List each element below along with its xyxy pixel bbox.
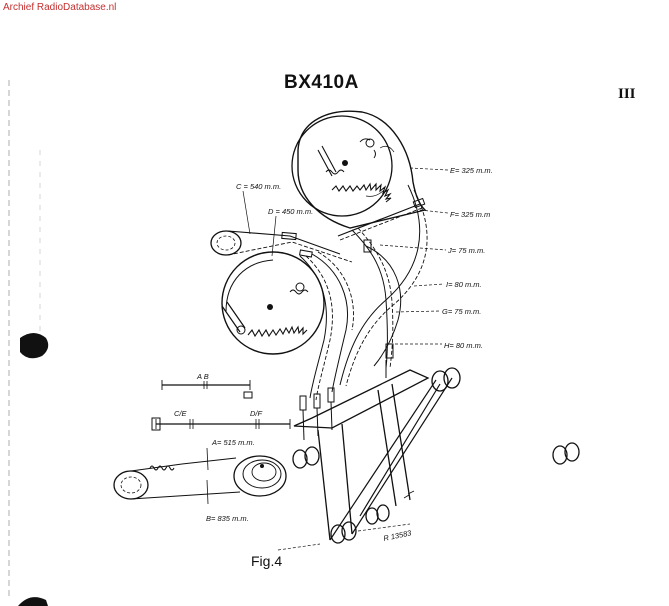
- mounting-bracket: [293, 360, 430, 441]
- cord-label-i: I= 80 m.m.: [446, 280, 482, 289]
- lower-drum-spring: [289, 289, 309, 295]
- length-legend: [151, 380, 291, 431]
- document-title: BX410A: [284, 72, 359, 93]
- cord-label-e: E= 325 m.m.: [450, 166, 493, 175]
- label-leader-lines: [242, 167, 449, 551]
- drawing-reference: R 13583: [383, 528, 413, 543]
- lower-drum-hub: [267, 304, 273, 310]
- lower-tuning-drum: [221, 251, 325, 355]
- drive-spring: [149, 465, 175, 471]
- legend-df: D/F: [250, 409, 263, 418]
- cord-label-h: H= 80 m.m.: [444, 341, 483, 350]
- lower-drum-gear-teeth: [247, 325, 308, 338]
- cord-f-bar: [337, 197, 426, 241]
- vertical-frame: [317, 377, 453, 541]
- cord-label-c: C = 540 m.m.: [236, 182, 281, 191]
- frame-pulleys: [292, 367, 580, 544]
- legend-ce: C/E: [174, 409, 188, 418]
- punch-hole-top: [20, 333, 49, 359]
- cord-bundle: [299, 184, 428, 401]
- top-drum-spring: [325, 169, 345, 175]
- cord-label-d: D = 450 m.m.: [268, 207, 313, 216]
- watermark-text: Archief RadioDatabase.nl: [3, 2, 117, 13]
- top-tuning-drum: [291, 110, 427, 229]
- cord-label-a: A= 515 m.m.: [211, 438, 255, 447]
- cord-label-j: J= 75 m.m.: [447, 246, 485, 255]
- drive-pulley-system: [113, 447, 287, 505]
- punch-hole-bottom: [18, 597, 48, 606]
- page-number: III: [618, 86, 636, 102]
- cord-c: [227, 230, 353, 263]
- left-pulley: [210, 230, 242, 256]
- figure-caption: Fig.4: [251, 553, 283, 569]
- legend-ab: A B: [196, 372, 209, 381]
- top-drum-gear-teeth: [331, 182, 392, 203]
- top-drum-hub: [342, 160, 348, 166]
- cord-label-b: B= 835 m.m.: [206, 514, 249, 523]
- cord-label-f: F= 325 m.m: [450, 210, 490, 219]
- cord-label-g: G= 75 m.m.: [442, 307, 481, 316]
